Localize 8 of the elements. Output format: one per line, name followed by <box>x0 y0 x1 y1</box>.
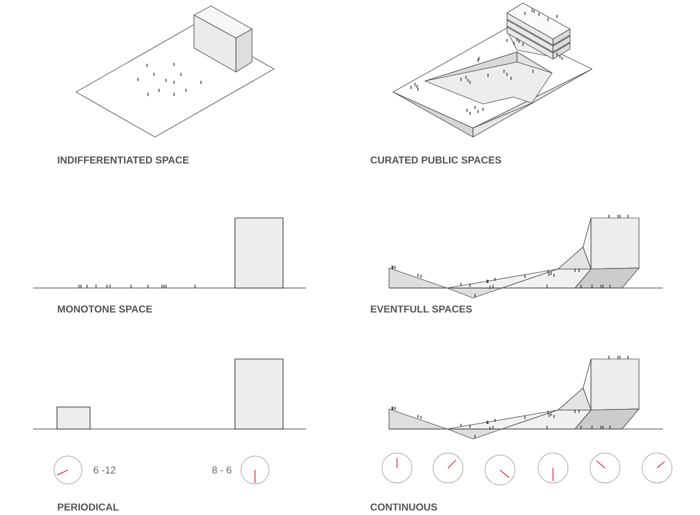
drawing-caption: CONTINUOUS <box>370 503 438 511</box>
time-label: 8 - 6 <box>212 466 232 474</box>
drawing-caption: CURATED PUBLIC SPACES <box>370 156 502 164</box>
drawing-caption: INDIFFERENTIATED SPACE <box>58 156 189 164</box>
time-label: 6 -12 <box>94 466 116 474</box>
drawing-caption: MONOTONE SPACE <box>58 305 152 313</box>
drawing-caption: EVENTFULL SPACES <box>370 305 472 313</box>
drawing-caption: PERIODICAL <box>58 503 119 511</box>
